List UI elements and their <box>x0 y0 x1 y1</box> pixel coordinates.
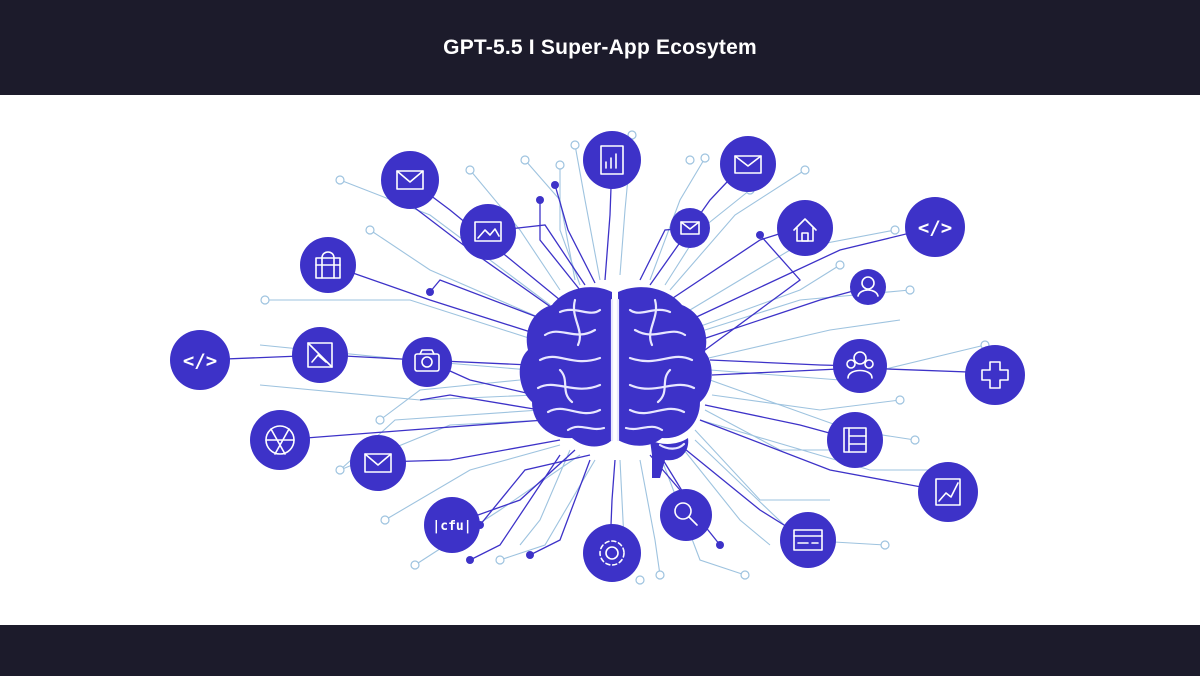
node-mail-3[interactable] <box>350 435 406 491</box>
code-icon: </> <box>183 350 217 372</box>
node-mail-2[interactable] <box>720 136 776 192</box>
node-mail-small[interactable] <box>670 208 710 248</box>
page-title: GPT-5.5 I Super-App Ecosytem <box>443 35 757 59</box>
users-icon <box>846 351 874 379</box>
terminal-icon <box>793 529 823 551</box>
node-user[interactable] <box>850 269 886 305</box>
diagram-canvas: </> </> <box>0 95 1200 625</box>
function-icon: |cfu| <box>432 519 471 534</box>
mail-icon <box>396 170 424 190</box>
server-icon <box>843 427 867 453</box>
node-server[interactable] <box>827 412 883 468</box>
user-icon <box>857 276 879 297</box>
brain-icon <box>519 287 712 478</box>
mail-icon <box>364 453 392 473</box>
node-image[interactable] <box>460 204 516 260</box>
node-bar-chart[interactable] <box>583 131 641 189</box>
ecosystem-diagram: </> </> <box>170 130 1025 585</box>
node-terminal[interactable] <box>780 512 836 568</box>
image-icon <box>474 221 502 242</box>
home-icon <box>793 218 817 242</box>
node-code-left[interactable]: </> <box>170 330 230 390</box>
node-home[interactable] <box>777 200 833 256</box>
header-bar: GPT-5.5 I Super-App Ecosytem <box>0 0 1200 95</box>
aperture-icon <box>265 425 295 455</box>
line-chart-icon <box>935 478 961 506</box>
node-function[interactable]: |cfu| <box>424 497 480 553</box>
code-icon: </> <box>918 217 952 239</box>
node-gear[interactable] <box>583 524 641 582</box>
node-aperture[interactable] <box>250 410 310 470</box>
photo-frame-icon <box>307 342 333 368</box>
gear-icon <box>599 540 625 566</box>
node-camera[interactable] <box>402 337 452 387</box>
node-mail-1[interactable] <box>381 151 439 209</box>
node-search[interactable] <box>660 489 712 541</box>
medical-cross-icon <box>981 361 1009 389</box>
shopping-bag-icon <box>315 251 341 279</box>
node-photo-frame[interactable] <box>292 327 348 383</box>
mail-icon <box>680 221 700 235</box>
node-code-right[interactable]: </> <box>905 197 965 257</box>
node-medical[interactable] <box>965 345 1025 405</box>
node-users[interactable] <box>833 339 887 393</box>
mail-icon <box>734 155 762 174</box>
search-icon <box>674 502 698 526</box>
footer-bar <box>0 625 1200 676</box>
bar-chart-icon <box>600 145 624 175</box>
node-shopping-bag[interactable] <box>300 237 356 293</box>
camera-icon <box>414 349 440 372</box>
node-line-chart[interactable] <box>918 462 978 522</box>
